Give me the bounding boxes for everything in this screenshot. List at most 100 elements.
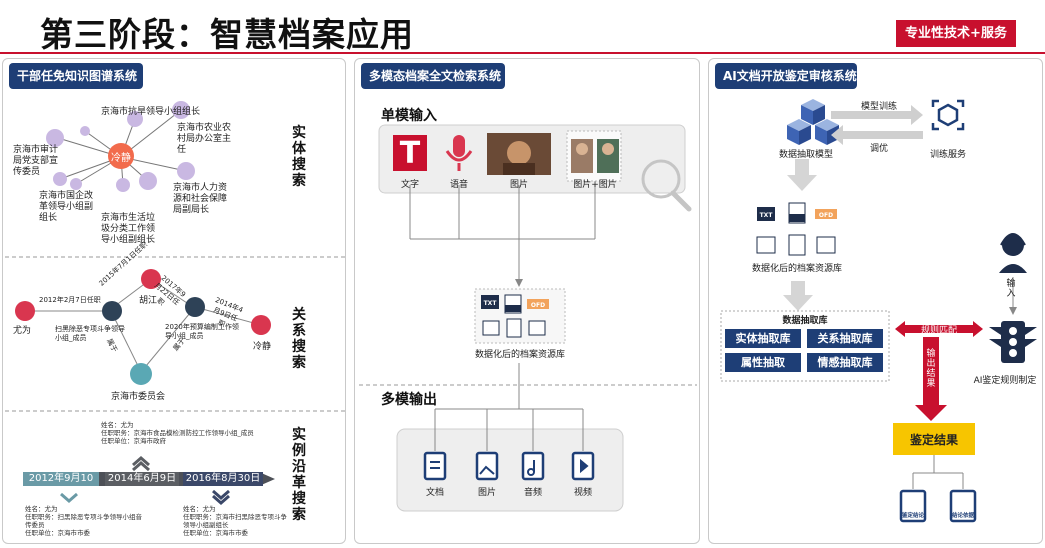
center-node-label: 冷静 [111,153,131,164]
role-label: 2020年预算编制工作领导小组_成员 [165,323,239,340]
node-label: 京海市国企改革领导小组副组长 [39,191,94,223]
graph-node[interactable] [172,101,190,119]
search-icon[interactable] [641,159,692,212]
person-node[interactable] [15,301,35,321]
node-label: 京海市人力资源和社会保障局副局长 [173,183,228,215]
node-label: 京海市委员会 [111,392,166,402]
node-label: 京海市抗旱领导小组组长 [101,107,201,117]
person-node[interactable] [251,315,271,335]
org-node[interactable] [130,363,152,385]
chevron-down-icon [60,492,78,503]
input-label: 语音 [449,180,468,190]
input-label: 输入 [1006,279,1016,299]
search-flow-diagram: T [359,124,697,512]
entity-search-label: 实体搜索 [292,125,306,189]
role-node[interactable] [102,301,122,321]
model-label: 数据抽取模型 [778,150,833,160]
image-file-icon [756,236,776,254]
down-arrow [783,281,813,311]
voice-input-icon[interactable] [445,135,473,171]
graph-node[interactable] [127,111,143,127]
chevron-up-icon [132,461,150,472]
svg-text:OFD: OFD [819,212,833,219]
node-label: 尤为 [13,326,32,336]
image-file-icon [482,320,500,336]
entity-extract-button[interactable]: 实体抽取库 [725,329,801,348]
repo-label: 数据化后的档案资源库 [474,350,565,360]
history-card-mid: 姓名：尤为 任职职务：京海市食品模检测防控工作领导小组_成员 任职单位：京海市政… [101,421,254,445]
chevron-up-icon [132,456,150,467]
cube-model-icon [787,99,839,145]
conclusion-doc-icon [899,489,927,523]
graph-node[interactable] [177,162,195,180]
rule-maker-label: AI鉴定规则制定 [973,376,1037,386]
node-label: 京海市生活垃圾分类工作领导小组副组长 [101,213,156,245]
chevron-down-icon [212,494,230,505]
graph-node[interactable] [139,172,157,190]
svg-text:T: T [400,136,421,171]
rule-match-label: 规则匹配 [920,326,957,336]
role-node[interactable] [185,297,205,317]
history-search-label: 实例沿革搜索 [292,427,306,523]
node-label: 冷静 [253,342,272,352]
graph-node[interactable] [116,178,130,192]
doc-label: 结论依据 [951,513,974,519]
traffic-light-icon [989,321,1037,363]
service-badge: 专业性技术+服务 [896,20,1016,47]
graph-node[interactable] [46,129,64,147]
relation-search-label: 关系搜索 [292,307,306,371]
node-label: 胡江 [139,296,158,306]
graph-node[interactable] [80,126,90,136]
output-label: 文档 [425,488,444,498]
txt-file-icon [481,295,499,309]
output-label: 视频 [573,488,592,498]
basis-doc-icon [949,489,977,523]
audio-file-icon [788,234,806,256]
output-label: 图片 [477,488,496,498]
panel-header: 多模态档案全文检索系统 [361,63,505,89]
edge-label: 2012年2月7日任职 [39,296,101,304]
ai-appraisal-panel: AI文档开放鉴定审核系统 [708,58,1043,544]
panel-header: 干部任免知识图谱系统 [9,63,143,89]
timeline-segment [105,472,179,486]
person-node[interactable] [141,269,161,289]
relation-extract-button[interactable]: 关系抽取库 [807,329,883,348]
panel-header: AI文档开放鉴定审核系统 [715,63,857,89]
title-divider [0,52,1045,54]
sentiment-extract-button[interactable]: 情感抽取库 [807,353,883,372]
svg-text:TXT: TXT [484,300,498,307]
history-card-left: 姓名：尤为 任职职务：扫黑除恶专项斗争领导小组音传委员 任职单位：京海市市委 [25,505,142,537]
attribute-extract-button[interactable]: 属性抽取 [725,353,801,372]
repo-label: 数据化后的档案资源库 [751,264,842,274]
history-card-right: 姓名：尤为 任职职务：京海市扫黑除恶专项斗争领导小组副组长 任职单位：京海市市委 [183,505,287,537]
input-label: 图片 [509,180,528,190]
person-icon [999,233,1027,273]
video-file-icon [528,320,546,336]
down-arrow [787,159,817,191]
svg-text:TXT: TXT [760,212,774,219]
fulltext-search-panel: 多模态档案全文检索系统 单模输入 T [354,58,700,544]
input-label: 图片+图片 [573,180,617,190]
appraisal-flow-diagram: TXT OFD [720,99,1037,523]
graph-node[interactable] [70,178,82,190]
audio-file-icon [506,318,522,338]
page-title: 第三阶段：智慧档案应用 [40,15,414,54]
graph-node[interactable] [53,172,67,186]
picture-icon[interactable] [475,451,499,481]
center-node[interactable] [108,143,134,169]
ofd-file-icon [527,299,549,309]
timeline-date: 2014年6月9日 [107,473,177,484]
appraisal-result-label: 鉴定结果 [909,433,958,447]
ofd-file-icon [815,209,837,219]
text-input-icon[interactable] [393,135,427,171]
training-service-icon [931,99,965,131]
input-label: 文字 [400,180,419,190]
document-icon[interactable] [423,451,447,481]
multi-output-label: 多模输出 [381,392,437,408]
node-label: 京海市审计局党支部宣传委员 [13,145,59,177]
timeline-date: 2016年8月30日 [185,473,261,484]
input-connectors [409,185,596,281]
output-box [396,428,624,512]
extract-title: 数据抽取库 [782,316,828,326]
